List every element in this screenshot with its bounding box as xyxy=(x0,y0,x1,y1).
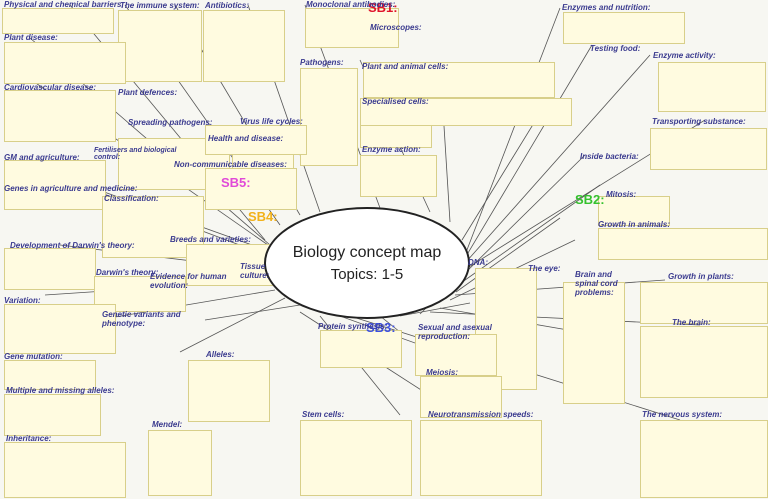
topic-spreading-pathogens: Spreading pathogens: xyxy=(128,118,213,127)
topic-genes-medicine: Genes in agriculture and medicine: xyxy=(4,184,138,193)
topic-testing-food: Testing food: xyxy=(590,44,641,53)
note-multiple-alleles xyxy=(4,394,101,436)
strand-label-sb5: SB5: xyxy=(221,175,251,190)
note-protein xyxy=(320,330,402,368)
note-neuro xyxy=(420,420,542,496)
note-mutation xyxy=(4,360,96,390)
note-growth-animals xyxy=(598,228,768,260)
note-mitosis xyxy=(598,196,670,226)
topic-plant-disease: Plant disease: xyxy=(4,33,58,42)
topic-microscopes: Microscopes: xyxy=(370,23,422,32)
strand-label-sb4: SB4: xyxy=(248,209,278,224)
note-pathogens xyxy=(300,68,358,166)
note-nervous xyxy=(640,420,768,498)
topic-gm-agriculture: GM and agriculture: xyxy=(4,153,80,162)
topic-plant-animal-cells: Plant and animal cells: xyxy=(362,62,449,71)
central-node: Biology concept map Topics: 1-5 xyxy=(264,207,470,319)
note-growth-plants xyxy=(640,282,768,324)
note-brain xyxy=(640,326,768,398)
topic-inheritance: Inheritance: xyxy=(6,434,52,443)
note-sexual xyxy=(415,334,497,376)
topic-cardiovascular: Cardiovascular disease: xyxy=(4,83,97,92)
topic-eye: The eye: xyxy=(528,264,561,273)
note-gm xyxy=(4,160,106,210)
topic-darwin-theory: Darwin's theory: xyxy=(96,268,159,277)
strand-label-sb2: SB2: xyxy=(575,192,605,207)
topic-mitosis: Mitosis: xyxy=(606,190,637,199)
topic-protein-synthesis: Protein synthesis: xyxy=(318,322,388,331)
note-enzyme-activity xyxy=(658,62,766,112)
topic-alleles: Alleles: xyxy=(206,350,235,359)
note-breeds xyxy=(186,244,278,286)
topic-breeds: Breeds and varieties: xyxy=(170,235,251,244)
topic-growth-plants: Growth in plants: xyxy=(668,272,734,281)
topic-nervous-system: The nervous system: xyxy=(642,410,723,419)
topic-monoclonal: Monoclonal antibodies: xyxy=(306,0,396,9)
topic-immune: The immune system: xyxy=(120,1,200,10)
topic-gene-mutation: Gene mutation: xyxy=(4,352,63,361)
topic-antibiotics: Antibiotics: xyxy=(205,1,249,10)
topic-enzyme-action: Enzyme action: xyxy=(362,145,421,154)
topic-sexual-asexual: Sexual and asexual reproduction: xyxy=(418,323,492,341)
note-stem xyxy=(300,420,412,496)
topic-specialised-cells: Specialised cells: xyxy=(362,97,429,106)
topic-neurotransmission: Neurotransmission speeds: xyxy=(428,410,534,419)
topic-pathogens: Pathogens: xyxy=(300,58,344,67)
topic-enzymes-nutrition: Enzymes and nutrition: xyxy=(562,3,651,12)
topic-health-disease: Health and disease: xyxy=(208,134,284,143)
topic-stem-cells: Stem cells: xyxy=(302,410,345,419)
note-specialised xyxy=(360,98,572,126)
topic-fertilisers: Fertilisers and biological control: xyxy=(94,147,177,161)
note-plant-disease xyxy=(4,42,126,84)
topic-physical-barriers: Physical and chemical barriers: xyxy=(4,0,125,9)
topic-evidence-evolution: Evidence for human evolution: xyxy=(150,272,227,290)
note-monoclonal xyxy=(305,8,399,48)
topic-virus-cycles: Virus life cycles: xyxy=(240,117,303,126)
topic-non-communicable: Non-communicable diseases: xyxy=(174,160,287,169)
topic-brain: The brain: xyxy=(672,318,711,327)
note-immune xyxy=(118,10,202,82)
note-enzymes-nutrition xyxy=(563,12,685,44)
topic-variation: Variation: xyxy=(4,296,41,305)
topic-dna: DNA: xyxy=(468,258,488,267)
central-title: Biology concept map xyxy=(292,243,442,261)
topic-tissue-culture: Tissue culture: xyxy=(240,262,270,280)
topic-growth-animals: Growth in animals: xyxy=(598,220,671,229)
note-enzyme-action xyxy=(360,155,437,197)
note-meiosis xyxy=(420,376,502,418)
note-non-communicable xyxy=(205,168,297,210)
note-antibiotics xyxy=(203,10,285,82)
topic-darwin-development: Development of Darwin's theory: xyxy=(10,241,135,250)
note-health xyxy=(205,125,307,155)
topic-brain-spinal: Brain and spinal cord problems: xyxy=(575,270,618,297)
note-transporting xyxy=(650,128,767,170)
note-darwin xyxy=(4,248,96,290)
topic-plant-defences: Plant defences: xyxy=(118,88,178,97)
note-microscopes xyxy=(363,62,555,98)
central-topics: Topics: 1-5 xyxy=(330,265,404,283)
topic-enzyme-activity: Enzyme activity: xyxy=(653,51,716,60)
topic-multiple-alleles: Multiple and missing alleles: xyxy=(6,386,115,395)
note-brain-spinal xyxy=(563,282,625,404)
note-physical-barriers xyxy=(2,8,114,34)
strand-label-sb1: SB1: xyxy=(368,0,398,15)
note-alleles xyxy=(188,360,270,422)
note-mendel xyxy=(148,430,212,496)
note-inheritance xyxy=(4,442,126,498)
note-variation xyxy=(4,304,116,354)
topic-meiosis: Meiosis: xyxy=(426,368,459,377)
topic-genetic-variants: Genetic variants and phenotype: xyxy=(102,310,181,328)
note-cardiovascular xyxy=(4,90,116,142)
strand-label-sb3: SB3: xyxy=(366,320,396,335)
topic-classification: Classification: xyxy=(104,194,159,203)
topic-mendel: Mendel: xyxy=(152,420,183,429)
topic-inside-bacteria: Inside bacteria: xyxy=(580,152,639,161)
topic-transporting: Transporting substance: xyxy=(652,117,746,126)
